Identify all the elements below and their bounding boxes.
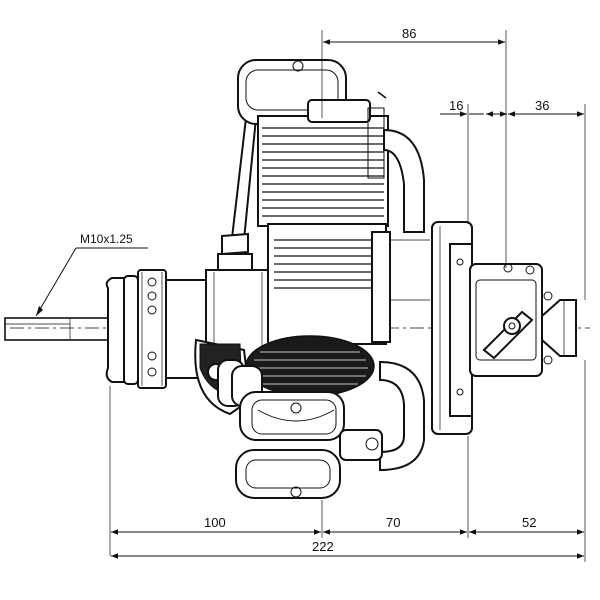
lower-rocker-cover [239,391,345,441]
prop-hub [105,269,167,389]
thread-callout: M10x1.25 [35,232,148,317]
dim-label-100: 100 [204,515,226,530]
lower-cylinder-assembly [194,335,375,416]
mounting-plate [431,221,473,435]
bottom-dimensions: 100 70 52 222 [109,360,586,562]
intake-manifold-lower [379,360,425,472]
cooling-fins-top [262,127,384,217]
pushrod-tube [217,117,258,271]
dim-label-36: 36 [535,98,549,113]
dim-label-222: 222 [312,539,334,554]
intake-manifold-upper [383,128,425,233]
thread-callout-label: M10x1.25 [80,232,133,246]
crankcase [267,223,430,345]
top-cylinder [257,91,389,227]
bottom-rocker-cover [235,429,383,499]
propeller-shaft [4,317,111,341]
dim-label-70: 70 [386,515,400,530]
rear-carburetor-housing [469,263,577,377]
dim-label-16: 16 [449,98,463,113]
dim-label-86: 86 [402,26,416,41]
dim-label-52: 52 [522,515,536,530]
top-dimensions: 86 16 36 [321,26,586,300]
